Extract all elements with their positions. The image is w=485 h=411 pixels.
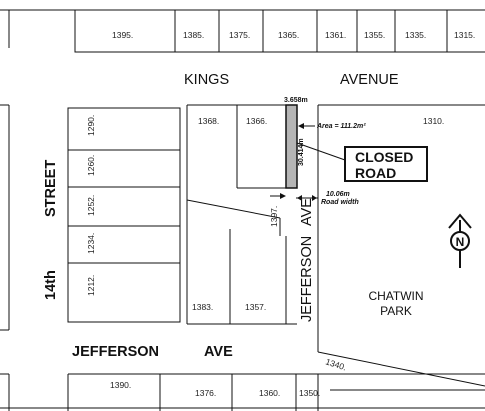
west-block [67,107,181,323]
lot-label: 1368. [198,116,219,126]
road-width-label: Road width [321,199,359,206]
street-jefferson-bottom: JEFFERSON [72,344,159,360]
lot-label: 1383. [192,302,213,312]
lot-label: 1376. [195,388,216,398]
lot-label: 1260. [86,155,96,176]
north-label: N [456,235,465,249]
lot-label: 1335. [405,30,426,40]
street-avenue: AVENUE [340,72,399,88]
closed-road-callout: CLOSED ROAD [344,146,428,182]
lot-label: 1361. [325,30,346,40]
closed-road-strip [285,104,298,189]
street-jefferson-bottom-ave: AVE [204,344,233,360]
area-arrowhead [298,123,304,129]
lot-label: 1310. [423,116,444,126]
road-width-arrowhead-left [297,195,302,201]
lot-label: 1252. [86,195,96,216]
closed-road-area: Area = 111.2m² [316,123,366,130]
lot-label: 1360. [259,388,280,398]
lot-label: 1350. [299,388,320,398]
lot-label: 1212. [86,275,96,296]
street-jefferson-vertical-ave: AVE [299,198,315,226]
lot-label: 1234. [86,233,96,254]
road-width-value: 10.06m [326,191,350,198]
callout-line2: ROAD [355,165,397,181]
lot-label: 1365. [278,30,299,40]
lot-label: 1375. [229,30,250,40]
lot-label: 1397. [269,206,279,227]
lot-label: 1390. [110,380,131,390]
street-jefferson-vertical: JEFFERSON [299,236,315,322]
lot-label: 1340. [324,356,347,372]
lot-label: 1315. [454,30,475,40]
road-width-arrowhead-right [312,195,317,201]
north-arrow-icon [448,213,472,268]
lot-label: 1385. [183,30,204,40]
street-14th: 14th [43,270,59,300]
callout-line1: CLOSED [355,149,414,165]
callout-leader [296,142,346,161]
park-name-line1: CHATWIN [368,289,423,303]
closed-road-length: 30.414m [298,138,305,166]
lot-label: 1290. [86,115,96,136]
closed-road-width: 3.658m [284,97,308,104]
lot-label: 1366. [246,116,267,126]
lot-label: 1357. [245,302,266,312]
street-kings: KINGS [184,72,229,88]
lot-label: 1395. [112,30,133,40]
street-street: STREET [43,160,59,217]
lot-label: 1355. [364,30,385,40]
park-name-line2: PARK [380,304,412,318]
